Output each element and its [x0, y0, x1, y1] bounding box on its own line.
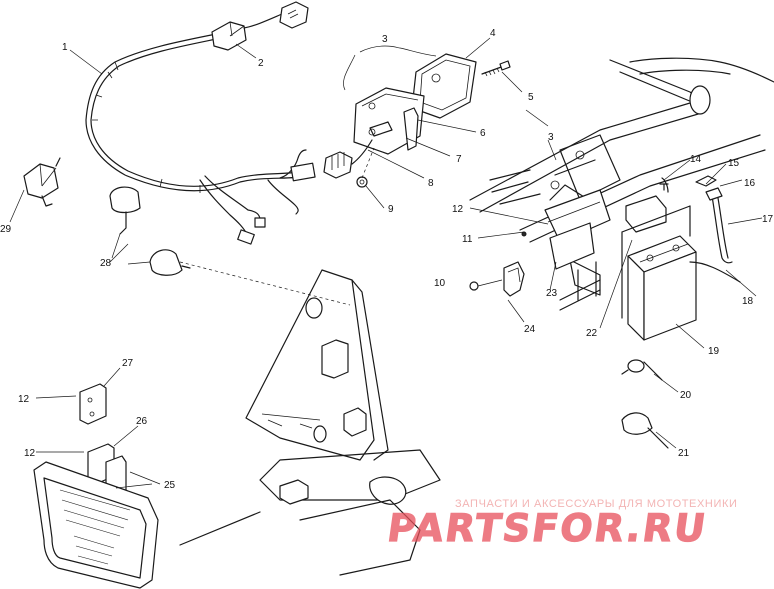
- callout-26: 26: [136, 416, 148, 427]
- callout-1: 1: [62, 42, 68, 53]
- callout-3b: 3: [548, 132, 554, 143]
- callout-9: 9: [388, 204, 394, 215]
- callout-21: 21: [678, 448, 690, 459]
- callout-23: 23: [546, 288, 558, 299]
- callout-11: 11: [462, 234, 473, 245]
- gusset-plate: [179, 261, 441, 576]
- light-assembly: [323, 45, 511, 188]
- callout-12b: 12: [18, 394, 30, 405]
- callout-29: 29: [0, 224, 12, 235]
- callout-17: 17: [762, 214, 774, 225]
- callout-5: 5: [528, 92, 534, 103]
- mud-flap-assembly: [33, 383, 159, 589]
- callout-15: 15: [728, 158, 740, 169]
- callout-19: 19: [708, 346, 720, 357]
- callout-2: 2: [258, 58, 264, 69]
- battery: [621, 205, 741, 341]
- battery-cables: [625, 175, 733, 264]
- fasteners-20-21: [621, 359, 669, 449]
- callout-25: 25: [164, 480, 176, 491]
- callout-10: 10: [434, 278, 446, 289]
- callout-6: 6: [480, 128, 486, 139]
- leader-lines: [69, 37, 763, 485]
- callout-28: 28: [100, 258, 112, 269]
- callout-22: 22: [586, 328, 598, 339]
- callout-7: 7: [456, 154, 462, 165]
- callout-labels: 1 2 3 4 5 6 3 7 8 9 14 15 16 17 12 11 29…: [0, 28, 774, 491]
- callout-12c: 12: [24, 448, 36, 459]
- flasher-29: [9, 157, 61, 223]
- callout-4: 4: [490, 28, 496, 39]
- watermark-logo: PARTSFOR.RU: [384, 507, 711, 552]
- callout-18: 18: [742, 296, 754, 307]
- callout-3a: 3: [382, 34, 388, 45]
- relay-28: [109, 186, 191, 276]
- callout-20: 20: [680, 390, 692, 401]
- watermark-logo-text: PARTSFOR.RU: [385, 507, 710, 551]
- callout-24: 24: [524, 324, 536, 335]
- callout-12a: 12: [452, 204, 464, 215]
- callout-14: 14: [690, 154, 702, 165]
- callout-8: 8: [428, 178, 434, 189]
- watermark-subtitle: ЗАПЧАСТИ И АКСЕССУАРЫ ДЛЯ МОТОТЕХНИКИ: [455, 498, 738, 510]
- wiring-harness: [85, 1, 316, 245]
- callout-16: 16: [744, 178, 756, 189]
- callout-27: 27: [122, 358, 134, 369]
- battery-mount: [469, 189, 611, 311]
